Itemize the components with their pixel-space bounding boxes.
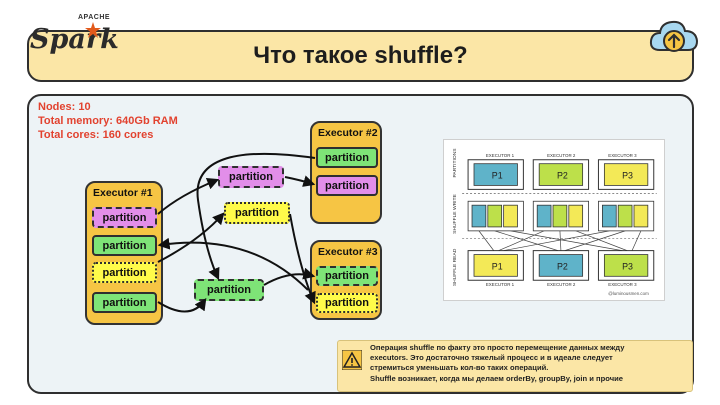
partition-e1-2: partition xyxy=(92,235,157,256)
partition-moving-green: partition xyxy=(194,279,264,301)
partition-e2-2: partition xyxy=(316,175,378,196)
sketch-p1-top: P1 xyxy=(492,171,503,181)
title-bar: Что такое shuffle? xyxy=(27,30,694,82)
partition-moving-pink: partition xyxy=(218,166,284,188)
sketch-p2-top: P2 xyxy=(557,171,568,181)
executor-3-label: Executor #3 xyxy=(318,246,378,258)
note-line-2: executors. Это достаточно тяжелый процес… xyxy=(370,353,613,363)
partition-moving-yellow: partition xyxy=(224,202,290,224)
sketch-p3-top: P3 xyxy=(622,171,633,181)
sketch-exec-bottom-2: EXECUTOR 2 xyxy=(547,282,576,287)
sketch-exec-bottom-1: EXECUTOR 1 xyxy=(486,282,515,287)
cloud-upload-icon xyxy=(649,20,699,52)
partition-e2-1: partition xyxy=(316,147,378,168)
stat-nodes: Nodes: 10 xyxy=(38,101,91,113)
stat-cores: Total cores: 160 cores xyxy=(38,129,154,141)
shuffle-sketch-image: PARTITIONS SHUFFLE WRITE SHUFFLE READ EX… xyxy=(443,139,665,301)
note-line-4: Shuffle возникает, когда мы делаем order… xyxy=(370,373,624,383)
stat-memory: Total memory: 640Gb RAM xyxy=(38,115,178,127)
partition-e1-3: partition xyxy=(92,262,157,283)
page-title: Что такое shuffle? xyxy=(253,42,468,69)
sketch-row-label-1: PARTITIONS xyxy=(452,148,458,178)
sketch-credit: @luminousmen.com xyxy=(608,291,649,296)
executor-1-label: Executor #1 xyxy=(93,187,153,199)
sketch-exec-bottom-3: EXECUTOR 3 xyxy=(608,282,637,287)
partition-e3-1: partition xyxy=(316,266,378,286)
sketch-row-label-2: SHUFFLE WRITE xyxy=(452,193,458,233)
executor-2: Executor #2 xyxy=(310,121,382,224)
sketch-exec-top-1: EXECUTOR 1 xyxy=(486,153,515,158)
spark-logo: APACHE Spark xyxy=(30,14,119,58)
sketch-exec-top-3: EXECUTOR 3 xyxy=(608,153,637,158)
warning-icon xyxy=(342,350,362,370)
spark-star-icon xyxy=(85,22,101,38)
note-line-1: Операция shuffle по факту это просто пер… xyxy=(370,343,625,352)
executor-2-label: Executor #2 xyxy=(318,127,378,139)
note-box xyxy=(337,340,693,392)
spark-logo-apache: APACHE xyxy=(78,14,111,21)
partition-e3-2: partition xyxy=(316,293,378,313)
cluster-stats: Nodes: 10 Total memory: 640Gb RAM Total … xyxy=(38,100,178,142)
sketch-exec-top-2: EXECUTOR 2 xyxy=(547,153,576,158)
partition-e1-1: partition xyxy=(92,207,157,228)
sketch-row-label-3: SHUFFLE READ xyxy=(452,248,458,286)
note-line-3: стремиться уменьшать кол-во таких операц… xyxy=(370,363,549,373)
sketch-p2-bottom: P2 xyxy=(557,261,568,271)
spark-logo-word: Spark xyxy=(30,24,119,55)
sketch-p1-bottom: P1 xyxy=(492,261,503,271)
sketch-p3-bottom: P3 xyxy=(622,261,633,271)
partition-e1-4: partition xyxy=(92,292,157,313)
note-text: Операция shuffle по факту это просто пер… xyxy=(370,343,688,384)
